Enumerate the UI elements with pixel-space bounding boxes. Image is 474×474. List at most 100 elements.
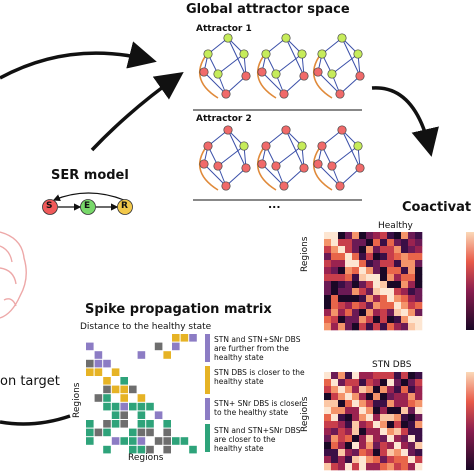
heatmap-cell <box>415 253 423 261</box>
spike-cell <box>154 342 163 351</box>
heatmap-cell <box>401 323 409 331</box>
heatmap-cell <box>338 428 346 436</box>
graph-node <box>257 67 267 77</box>
heatmap-cell <box>415 246 423 254</box>
heatmap-cell <box>415 260 423 268</box>
heatmap-cell <box>366 435 374 443</box>
spike-cell <box>137 445 146 454</box>
heatmap-cell <box>366 421 374 429</box>
ser-node-s <box>42 199 58 215</box>
heatmap-cell <box>387 456 395 464</box>
spike-cell <box>120 394 128 402</box>
heatmap-cell <box>387 428 395 436</box>
spike-cell <box>86 428 94 437</box>
heatmap-cell <box>331 295 339 303</box>
graph-node <box>239 141 249 151</box>
heatmap-cell <box>324 274 332 282</box>
heatmap-cell <box>387 239 395 247</box>
heatmap-cell <box>373 323 381 331</box>
spike-cell <box>129 385 137 394</box>
heatmap-cell <box>366 428 374 436</box>
graph-node <box>297 49 307 59</box>
heatmap-cell <box>324 323 332 331</box>
heatmap-cell <box>373 274 381 282</box>
heatmap-cell <box>338 421 346 429</box>
heatmap-cell <box>394 463 402 471</box>
attractor-2-label: Attractor 2 <box>196 114 252 124</box>
heatmap-cell <box>373 281 381 289</box>
spike-cell <box>146 420 154 428</box>
heatmap-cell <box>373 309 381 317</box>
spike-cell <box>189 445 197 454</box>
heatmap-cell <box>345 386 353 394</box>
colorbar-1 <box>466 232 474 330</box>
heatmap-cell <box>380 421 388 429</box>
spike-cell <box>103 402 111 411</box>
heatmap-cell <box>408 281 416 289</box>
heatmap-cell <box>366 302 374 310</box>
heatmap-cell <box>380 400 388 408</box>
heatmap-cell <box>338 253 346 261</box>
heatmap-cell <box>359 323 367 331</box>
spike-cell <box>129 428 137 437</box>
heatmap-cell <box>359 232 367 240</box>
colorbar-2 <box>466 372 474 470</box>
left-target-text: on target <box>0 374 60 389</box>
heatmap-cell <box>415 407 423 415</box>
graph-node <box>327 161 337 171</box>
heatmap-cell <box>331 267 339 275</box>
heatmap-cell <box>324 309 332 317</box>
heatmap-cell <box>359 414 367 422</box>
spike-cell <box>111 385 120 394</box>
graph-node <box>281 33 291 43</box>
heatmap-cell <box>352 288 360 296</box>
heatmap-cell <box>415 435 423 443</box>
spike-cell <box>120 411 128 419</box>
heatmap-cell <box>352 372 360 380</box>
heatmap-cell <box>331 316 339 324</box>
heatmap-cell <box>408 372 416 380</box>
heatmap-cell <box>352 407 360 415</box>
heatmap-cell <box>380 239 388 247</box>
heatmap-cell <box>415 281 423 289</box>
heatmap-cell <box>352 246 360 254</box>
heatmap-cell <box>352 449 360 457</box>
heatmap-cell <box>345 449 353 457</box>
spike-cell <box>103 394 111 402</box>
heatmap-cell <box>401 232 409 240</box>
spike-cell <box>137 420 146 428</box>
heatmap-cell <box>408 295 416 303</box>
heatmap-cell <box>394 428 402 436</box>
heatmap-cell <box>366 386 374 394</box>
heatmap-cell <box>394 372 402 380</box>
spike-xlabel: Regions <box>128 453 164 463</box>
heatmap-cell <box>352 323 360 331</box>
heatmap-cell <box>352 316 360 324</box>
network-graph <box>198 125 251 191</box>
spike-note-3: STN+ SNr DBS is closer to the healthy st… <box>214 399 303 417</box>
graph-node <box>261 49 271 59</box>
heatmap-cell <box>338 239 346 247</box>
heatmap-cell <box>387 372 395 380</box>
heatmap-cell <box>408 400 416 408</box>
heatmap-cell <box>338 246 346 254</box>
graph-node <box>353 49 363 59</box>
ser-model-title: SER model <box>51 168 129 183</box>
spike-cell <box>111 437 120 445</box>
spike-cell <box>189 334 197 342</box>
heatmap-cell <box>324 246 332 254</box>
spike-cell <box>86 420 94 428</box>
heatmap-cell <box>401 393 409 401</box>
heatmap-cell <box>359 281 367 289</box>
spike-cell <box>111 402 120 411</box>
heatmap-cell <box>331 281 339 289</box>
heatmap-cell <box>366 239 374 247</box>
spike-cell <box>103 385 111 394</box>
heatmap-cell <box>394 435 402 443</box>
graph-node <box>203 49 213 59</box>
heatmap-cell <box>394 379 402 387</box>
heatmap-cell <box>401 379 409 387</box>
heatmap-cell <box>387 407 395 415</box>
heatmap-cell <box>373 442 381 450</box>
heatmap-cell <box>331 253 339 261</box>
